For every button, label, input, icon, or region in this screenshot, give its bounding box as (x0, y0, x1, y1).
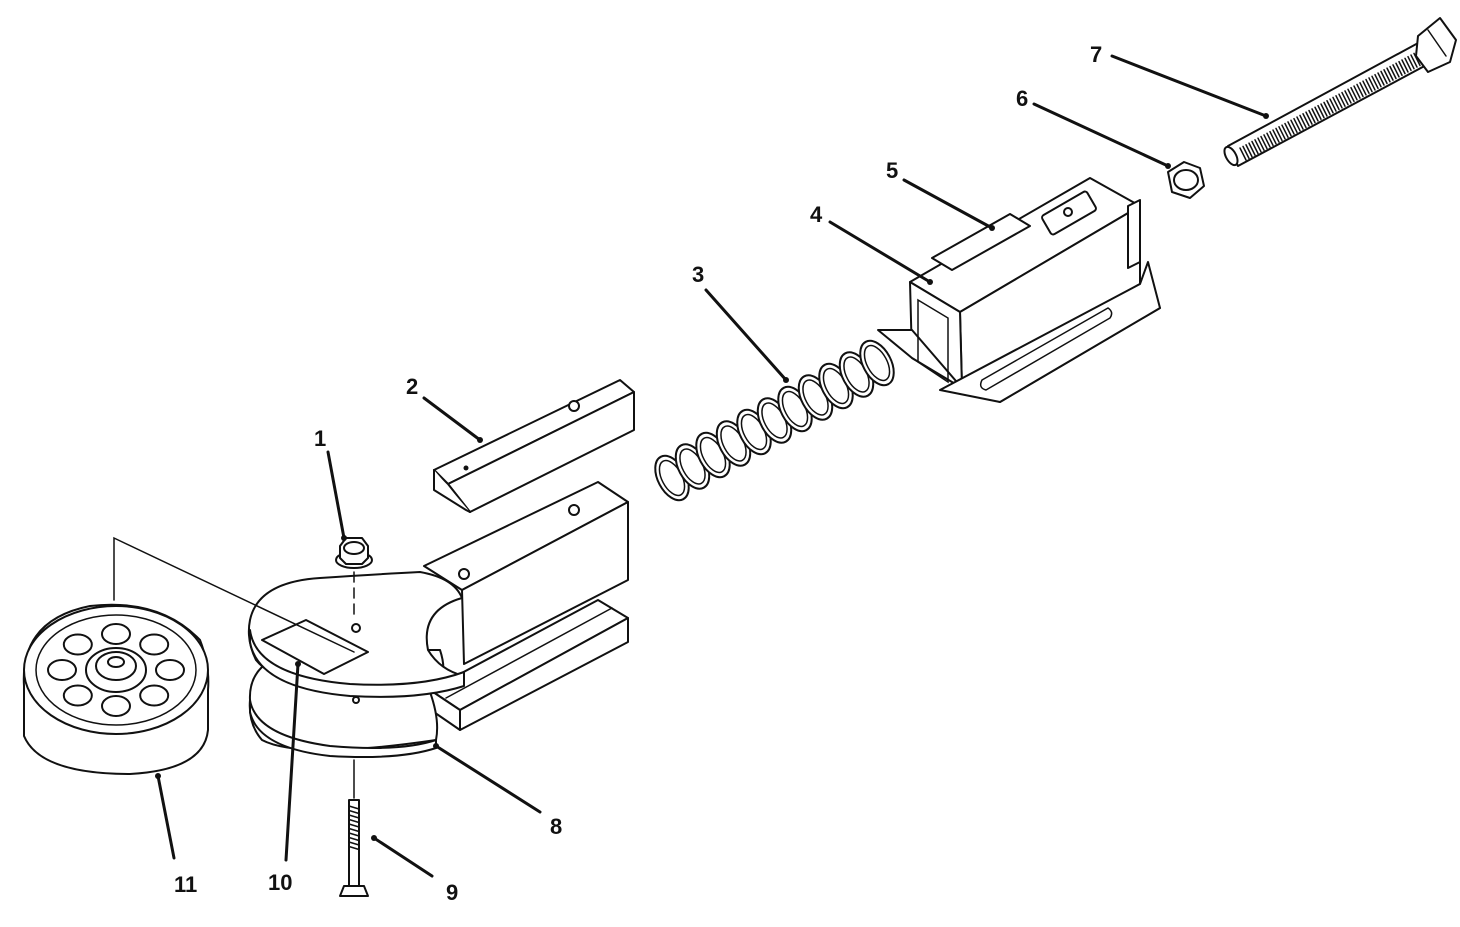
leader-lines (155, 54, 1269, 878)
channel-bracket-part-2 (433, 379, 635, 513)
hex-nut-part-6 (1167, 161, 1205, 199)
flange-nut-part-1 (335, 537, 373, 569)
callout-11: 11 (174, 872, 197, 897)
bolt-part-9 (339, 799, 369, 897)
callout-7: 7 (1090, 42, 1102, 67)
assembly-center-lines (113, 536, 355, 799)
callout-1: 1 (314, 426, 326, 451)
callout-3: 3 (692, 262, 704, 287)
callout-9: 9 (446, 880, 458, 905)
callout-6: 6 (1016, 86, 1028, 111)
callout-4: 4 (810, 202, 823, 227)
tensioner-housing-part-5 (877, 177, 1161, 403)
pulley-wheel-part-11 (22, 603, 210, 775)
callout-5: 5 (886, 158, 898, 183)
decal-part-10 (261, 619, 369, 675)
callout-10: 10 (268, 870, 292, 895)
callout-labels: 1 2 3 4 5 6 7 8 9 10 11 (174, 42, 1102, 905)
callout-2: 2 (406, 374, 418, 399)
spring-part-3 (654, 339, 895, 502)
bolt-part-7 (1223, 17, 1457, 167)
callout-8: 8 (550, 814, 562, 839)
